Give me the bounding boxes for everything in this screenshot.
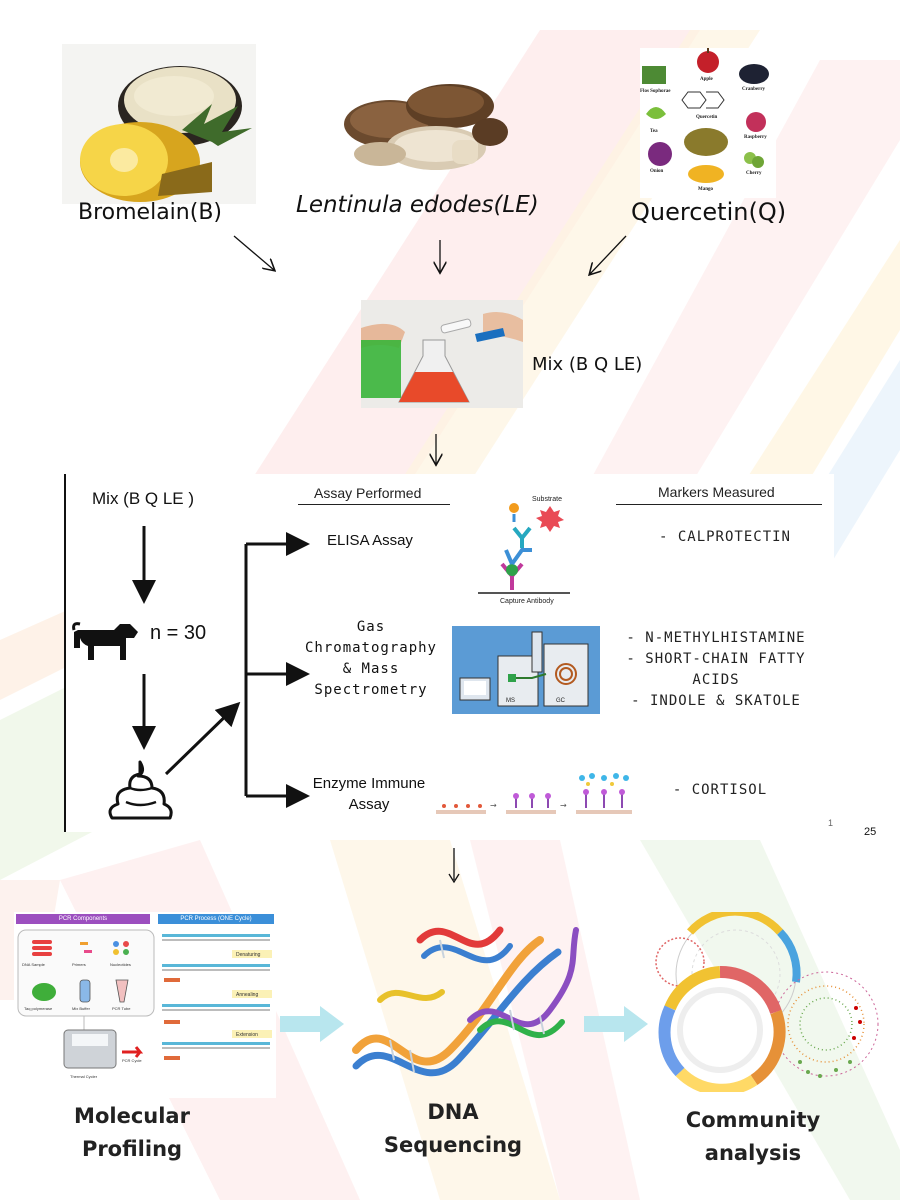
assay-gcms-line: Spectrometry xyxy=(314,682,428,698)
assay-eia-line: Assay xyxy=(348,796,390,813)
collage-label-apple: Apple xyxy=(700,77,714,82)
lentinula-label: Lentinula edodes(LE) xyxy=(296,192,539,218)
assay-gcms-line: Chromatography xyxy=(304,640,437,656)
dna-sequencing-line: Sequencing xyxy=(383,1133,523,1157)
pcr-process-title: PCR Process (ONE Cycle) xyxy=(158,914,274,924)
dna-helix-image xyxy=(352,926,579,1077)
lentinula-mushroom-image xyxy=(344,84,508,170)
header-markers-measured: Markers Measured xyxy=(658,484,775,500)
arrow-quercetin-to-mix xyxy=(590,235,627,274)
pcr-component-tube: PCR Tube xyxy=(112,1006,131,1011)
elisa-diagram: Substrate Capture Antibody xyxy=(478,496,570,605)
molecular-profiling-label: Molecular Profiling xyxy=(46,1100,218,1166)
pcr-step-extension: Extension xyxy=(236,1032,258,1038)
marker-indole-skatole: - INDOLE & SKATOLE xyxy=(631,693,801,709)
sample-size-label: n = 30 xyxy=(150,622,207,644)
assay-eia-line: Enzyme Immune xyxy=(312,775,426,792)
community-analysis-line: analysis xyxy=(704,1141,802,1165)
header-markers-rule xyxy=(616,504,822,505)
marker-n-methylhistamine: - N-METHYLHISTAMINE xyxy=(626,630,806,646)
pcr-component-dna: DNA Sample xyxy=(22,962,46,967)
header-assay-rule xyxy=(298,504,450,505)
arrow-bromelain-to-mix xyxy=(233,235,274,270)
svg-text:→: → xyxy=(560,801,567,810)
pcr-component-taq: Taq polymerase xyxy=(24,1006,53,1011)
collage-label-tea: Tea xyxy=(650,129,658,134)
assay-gcms-line: Gas xyxy=(356,619,386,635)
gcms-ms-label: MS xyxy=(506,698,515,704)
pcr-component-buffer: Mix Buffer xyxy=(72,1006,91,1011)
study-panel xyxy=(64,474,834,832)
gcms-gc-label: GC xyxy=(556,698,566,704)
gcms-diagram: MS GC xyxy=(452,626,600,714)
molecular-profiling-line: Profiling xyxy=(81,1137,183,1161)
dna-sequencing-line: DNA xyxy=(427,1100,479,1124)
collage-label-cherry: Cherry xyxy=(746,171,762,176)
quercetin-collage-image: Flos Sophorae Apple Cranberry Quercetin … xyxy=(640,48,776,198)
collage-label-onion: Onion xyxy=(650,169,664,174)
marker-scfa-cont: ACIDS xyxy=(692,672,740,688)
markers-gcms: - N-METHYLHISTAMINE - SHORT-CHAIN FATTY … xyxy=(606,628,826,712)
arrow-study-to-profiling xyxy=(448,848,460,884)
community-analysis-label: Community analysis xyxy=(668,1104,838,1170)
mix-label: Mix (B Q LE) xyxy=(532,354,643,375)
arrow-sample-to-assays xyxy=(164,701,241,776)
study-panel-left-border xyxy=(64,474,66,832)
svg-text:→: → xyxy=(490,801,497,810)
bromelain-pineapple-image xyxy=(62,44,256,204)
bromelain-label: Bromelain(B) xyxy=(78,200,222,225)
dog-icon xyxy=(72,622,138,660)
assay-elisa-line: ELISA Assay xyxy=(327,532,413,549)
fecal-sample-icon xyxy=(108,760,173,820)
page-number: 25 xyxy=(864,826,877,838)
dna-sequencing-label: DNA Sequencing xyxy=(368,1096,538,1162)
mix-lab-image xyxy=(361,300,523,408)
community-circos-image xyxy=(655,912,879,1092)
elisa-capture-label: Capture Antibody xyxy=(500,598,554,605)
page-mark: 1 xyxy=(828,818,834,828)
collage-label-cranberry: Cranberry xyxy=(742,87,766,92)
pcr-step-denaturing: Denaturing xyxy=(236,952,261,958)
pcr-component-nucleotides: Nucleotides xyxy=(110,962,131,967)
elisa-substrate-label: Substrate xyxy=(532,496,562,503)
top-arrows xyxy=(233,235,627,480)
flow-arrow-seq-to-community xyxy=(584,1006,648,1042)
assay-eia: Enzyme Immune Assay xyxy=(294,773,444,815)
community-analysis-line: Community xyxy=(685,1108,821,1132)
pcr-cycle-label: PCR Cycle xyxy=(122,1058,142,1063)
study-flow-arrows xyxy=(132,526,310,808)
pcr-component-primers: Primers xyxy=(72,962,86,967)
pcr-step-annealing: Annealing xyxy=(236,992,258,998)
assay-elisa: ELISA Assay xyxy=(300,530,440,551)
header-assay-performed: Assay Performed xyxy=(314,485,422,501)
pcr-diagram: Denaturing Annealing Extension DNA Sampl… xyxy=(17,929,272,1079)
collage-label-mango: Mango xyxy=(698,187,714,192)
collage-label-quercetin: Quercetin xyxy=(696,115,718,120)
collage-label-flos: Flos Sophorae xyxy=(640,89,671,94)
pcr-machine-label: Thermal Cycler xyxy=(70,1074,98,1079)
assay-gcms-line: & Mass xyxy=(342,661,400,677)
eia-diagram: → → xyxy=(436,773,632,814)
study-mix-label: Mix (B Q LE ) xyxy=(92,489,195,508)
quercetin-label: Quercetin(Q) xyxy=(631,198,787,226)
marker-calprotectin: - CALPROTECTIN xyxy=(658,529,791,545)
pcr-components-title: PCR Components xyxy=(16,914,150,924)
marker-cortisol: - CORTISOL xyxy=(672,782,768,798)
marker-scfa: - SHORT-CHAIN FATTY xyxy=(626,651,806,667)
molecular-profiling-line: Molecular xyxy=(74,1104,190,1128)
assay-gcms: Gas Chromatography & Mass Spectrometry xyxy=(296,617,446,701)
collage-label-raspberry: Raspberry xyxy=(744,135,767,140)
flow-arrow-pcr-to-seq xyxy=(280,1006,344,1042)
